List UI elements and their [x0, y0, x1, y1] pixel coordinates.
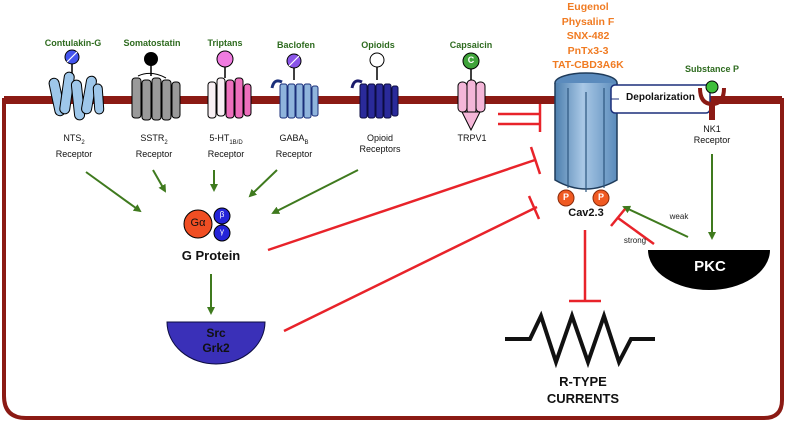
pkc-label: PKC [694, 258, 726, 275]
blocker-item: Eugenol [567, 1, 609, 13]
ligand-label-opioids: Opioids [361, 40, 395, 50]
g-gamma-letter: γ [220, 227, 224, 236]
nk1-receptor [698, 80, 726, 120]
g-alpha-letter: Gα [190, 217, 206, 229]
ligand-label-capsaicin: Capsaicin [449, 40, 493, 50]
triptans-ligand-icon [216, 50, 234, 68]
activation-arrows [85, 154, 716, 315]
opioid-ligand-icon [369, 52, 385, 68]
grk2-label: Grk2 [202, 341, 230, 355]
ligand-label-triptans: Triptans [207, 38, 243, 48]
blocker-item: SNX-482 [566, 30, 610, 42]
g-beta-letter: β [219, 210, 225, 219]
phospho-site-icon [557, 189, 575, 207]
sstr2-receptor [131, 52, 181, 121]
trpv1-channel [457, 52, 486, 132]
ligand-label-somatostatin: Somatostatin [123, 38, 181, 48]
blocker-item: TAT-CBD3A6K [552, 59, 624, 71]
phospho-site-icon [592, 189, 610, 207]
opioid-receptor [350, 52, 399, 119]
src-grk2-node [166, 321, 266, 365]
g-gamma-subunit [213, 224, 231, 242]
blocker-list: Eugenol Physalin F SNX-482 PnTx3-3 TAT-C… [540, 0, 636, 73]
gabab-receptor [270, 53, 319, 119]
nts2-receptor [48, 49, 105, 121]
weak-label: weak [669, 212, 689, 221]
ht1bd-receptor [207, 50, 252, 119]
blocker-item: Physalin F [561, 15, 615, 28]
depolarization-label: Depolarization [626, 92, 695, 103]
somatostatin-ligand-icon [144, 52, 158, 66]
r-type-currents-label: R-TYPE CURRENTS [528, 373, 638, 407]
src-label: Src [206, 326, 226, 340]
blocker-item: PnTx3-3 [567, 44, 609, 57]
phospho-letter: P [562, 192, 569, 202]
currents-line-1: R-TYPE [559, 374, 607, 389]
ligand-label-substance-p: Substance P [684, 64, 740, 74]
inhibition-lines [267, 104, 655, 333]
capsaicin-ligand-icon [462, 52, 480, 70]
g-protein-complex [183, 207, 231, 242]
substance-p-ligand-icon [705, 80, 719, 94]
ligand-label-baclofen: Baclofen [276, 40, 315, 50]
phospho-letter: P [597, 192, 604, 202]
cav23-label: Cav2.3 [568, 207, 604, 219]
cell-membrane [2, 98, 784, 420]
receptor-label-trpv1: TRPV1 [457, 133, 487, 143]
src-grk2-label: Src Grk2 [176, 326, 256, 356]
r-type-current-trace [505, 309, 655, 369]
g-beta-subunit [213, 207, 231, 225]
capsaicin-badge-letter: C [467, 55, 475, 65]
cav23-channel [554, 72, 618, 207]
g-alpha-subunit [183, 209, 213, 239]
ligand-label-contulakin: Contulakin-G [44, 38, 102, 48]
currents-line-2: CURRENTS [546, 391, 620, 406]
strong-label: strong [623, 236, 647, 245]
pkc-node [648, 250, 770, 290]
g-protein-label: G Protein [181, 248, 241, 263]
